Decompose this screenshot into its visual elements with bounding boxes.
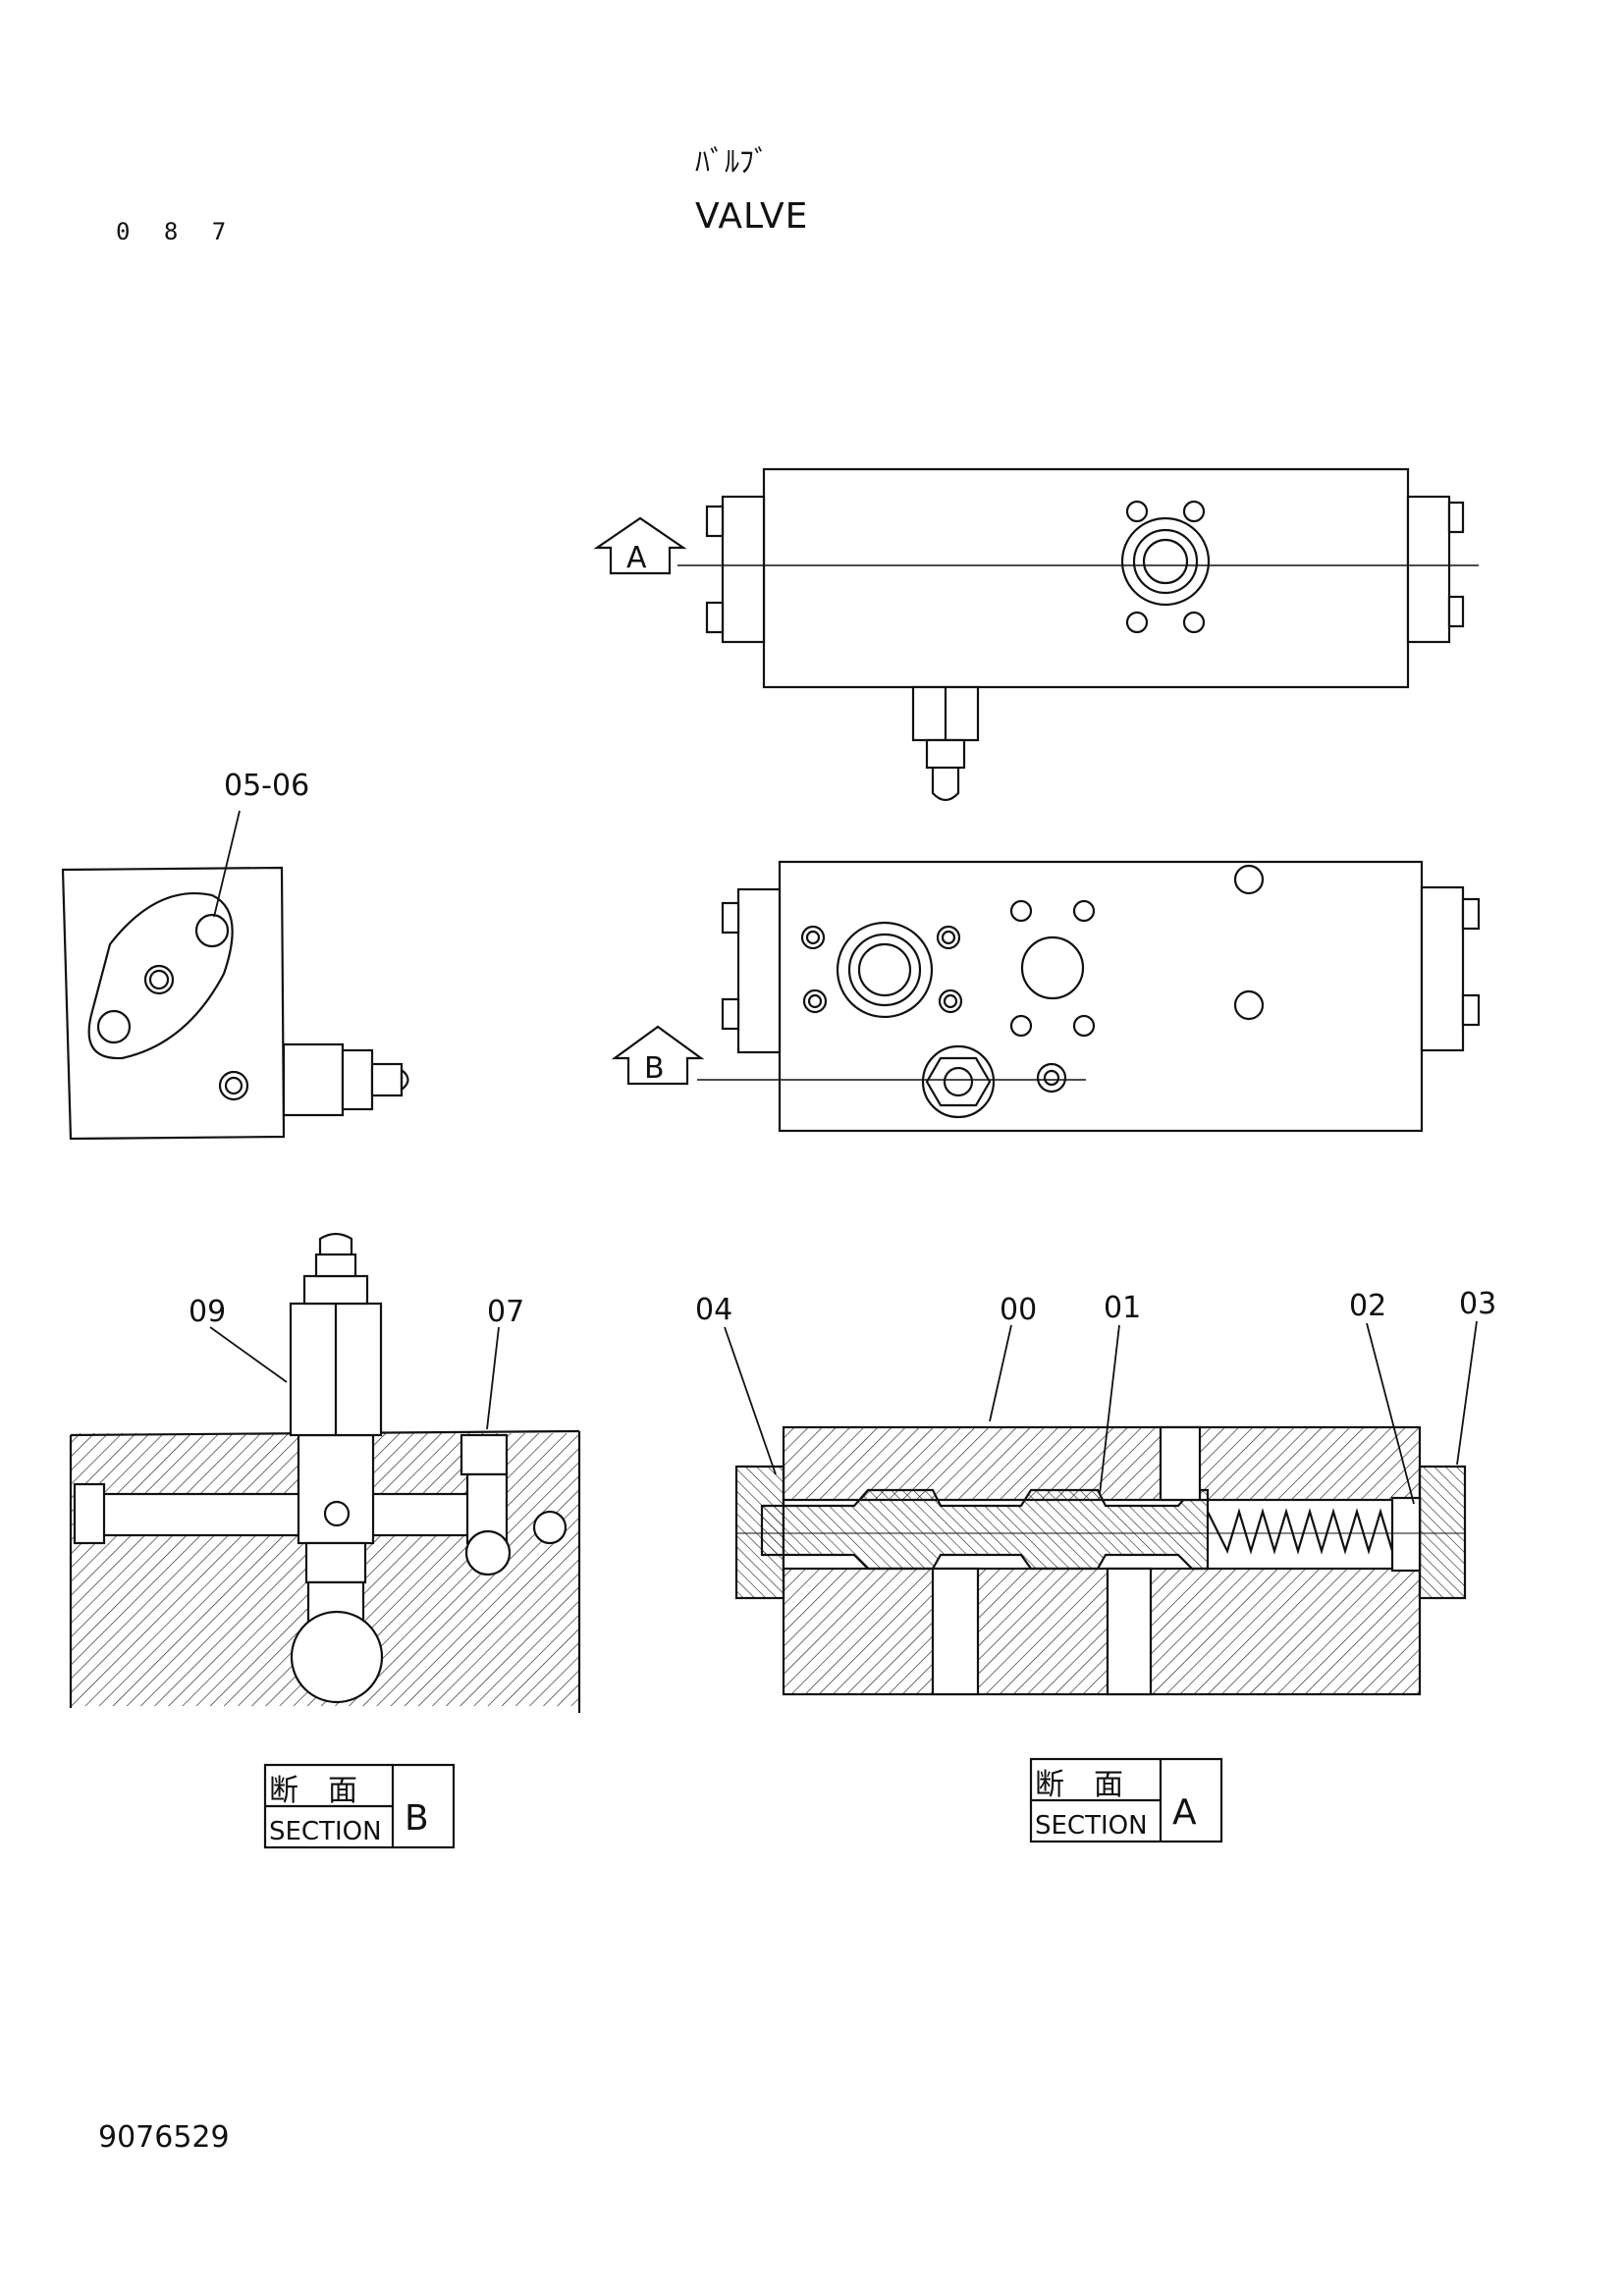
section-arrow-b [611,1025,705,1086]
section-a-label-box [1029,1757,1223,1843]
document-id: 9076529 [98,2120,230,2155]
section-a-jp: 断 面 [1035,1768,1123,1802]
section-a-view [734,1425,1467,1696]
top-view [677,467,1479,802]
arrow-a-label: A [626,541,647,575]
section-a-letter: A [1172,1792,1197,1833]
side-view [61,866,409,1141]
title-english: VALVE [695,196,809,237]
section-arrow-a [593,516,687,575]
leader-lines [209,810,1478,1505]
callout-00: 00 [1000,1293,1037,1327]
section-b-letter: B [405,1798,429,1839]
title-japanese: ﾊﾞﾙﾌﾞ [695,145,769,180]
callout-02: 02 [1349,1289,1386,1323]
callout-03: 03 [1459,1287,1496,1321]
section-b-en: SECTION [269,1817,382,1846]
page-number: 0 8 7 [116,218,237,245]
section-b-jp: 断 面 [269,1774,357,1808]
section-a-en: SECTION [1035,1811,1148,1841]
callout-05-06: 05-06 [224,769,309,803]
callout-09: 09 [189,1295,226,1329]
arrow-b-label: B [644,1051,665,1086]
front-view [697,860,1481,1133]
section-b-label-box [263,1763,456,1849]
callout-01: 01 [1104,1291,1141,1325]
callout-07: 07 [487,1295,524,1329]
callout-04: 04 [695,1293,732,1327]
section-b-view [69,1232,581,1713]
